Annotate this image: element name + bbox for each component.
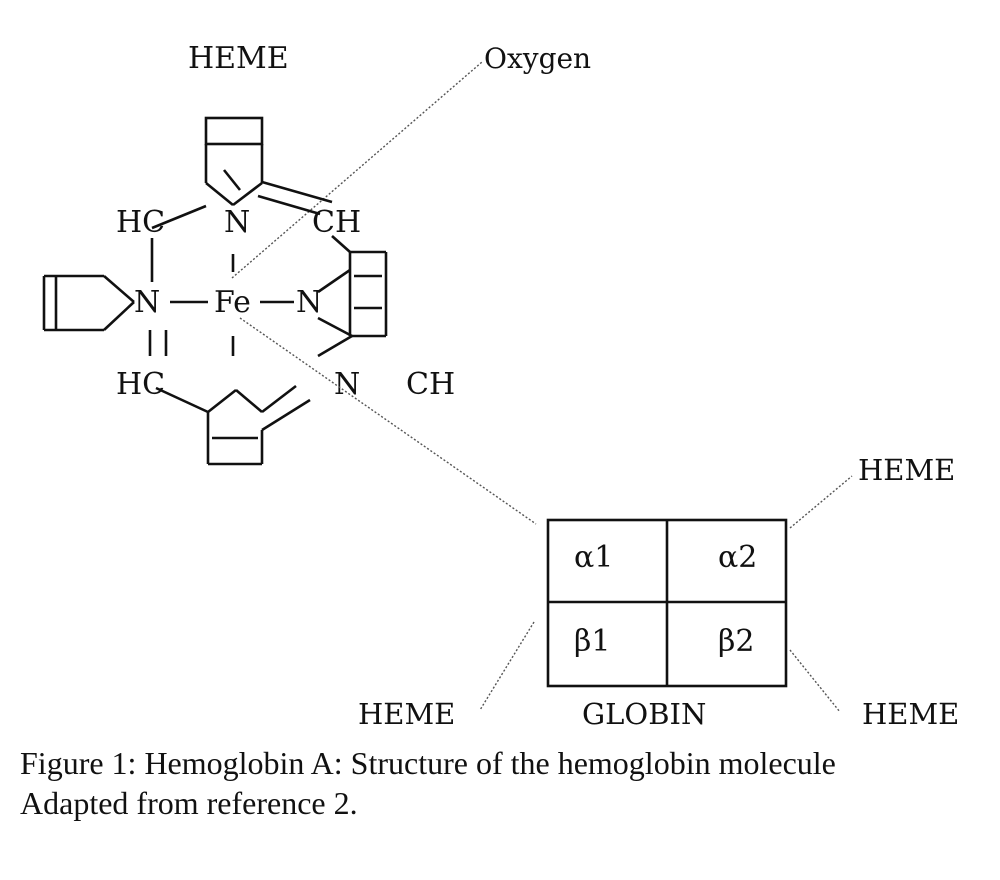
globin-cell-alpha1: α1	[574, 540, 613, 575]
atom-n-top: N	[224, 205, 250, 240]
heme-leader-top-right	[789, 475, 853, 529]
globin-leader-line	[239, 317, 537, 525]
heme-leader-bottom-left	[479, 621, 535, 711]
right-pyrrole-ring	[348, 250, 388, 338]
atom-n-right: N	[296, 285, 322, 320]
atom-n-left: N	[134, 285, 160, 320]
atom-n-bottom: N	[334, 367, 360, 402]
atom-hc-top: HC	[116, 205, 165, 240]
oxygen-label: Oxygen	[484, 42, 591, 75]
oxygen-leader-line	[231, 61, 483, 279]
atom-ch-bottom: CH	[406, 367, 455, 402]
globin-cell-beta1: β1	[574, 624, 610, 659]
left-pyrrole-ring	[42, 274, 135, 332]
heme-title: HEME	[188, 41, 289, 76]
heme-leader-bottom-right	[789, 649, 841, 713]
top-pyrrole-ring	[204, 116, 264, 207]
heme-label-bottom-left: HEME	[358, 697, 455, 731]
figure-caption: Figure 1: Hemoglobin A: Structure of the…	[20, 743, 980, 823]
caption-line-2: Adapted from reference 2.	[20, 785, 358, 821]
globin-cell-alpha2: α2	[718, 540, 757, 575]
caption-line-1: Figure 1: Hemoglobin A: Structure of the…	[20, 745, 836, 781]
heme-label-top-right: HEME	[858, 453, 955, 487]
globin-label: GLOBIN	[582, 697, 706, 731]
atom-fe: Fe	[214, 285, 251, 320]
heme-bonds	[148, 180, 353, 414]
globin-box	[546, 518, 788, 688]
bottom-pyrrole-ring	[206, 384, 311, 466]
heme-label-bottom-right: HEME	[862, 697, 959, 731]
atom-ch-top: CH	[312, 205, 361, 240]
globin-cell-beta2: β2	[718, 624, 754, 659]
atom-hc-bottom: HC	[116, 367, 165, 402]
